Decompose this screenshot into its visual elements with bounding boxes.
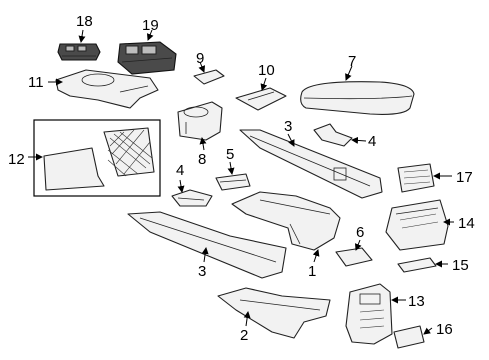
part-2-lower-bracket	[217, 287, 331, 339]
callout-11: 11	[28, 74, 44, 91]
callout-3-lower: 3	[198, 263, 206, 280]
part-13-rear-panel	[345, 283, 393, 345]
callout-7: 7	[348, 53, 356, 70]
callout-17: 17	[456, 169, 473, 186]
part-19-control-module	[117, 41, 177, 75]
part-16-plate	[393, 325, 425, 349]
callout-14: 14	[458, 215, 475, 232]
callout-5: 5	[226, 146, 234, 163]
callout-13: 13	[408, 293, 425, 310]
part-5-vent	[215, 173, 251, 191]
part-4-bracket-upper	[313, 123, 353, 147]
callout-1: 1	[308, 263, 316, 280]
callout-16: 16	[436, 321, 453, 338]
part-8-cup-holder	[177, 101, 223, 141]
part-12-inset	[33, 119, 161, 197]
callout-labels: 18 19 11 9 10 7 8 12 3 4 4 5 17 14 6 3 1…	[8, 13, 475, 344]
part-10-mat	[235, 87, 287, 111]
part-15-strip	[397, 257, 437, 273]
part-11-tray-panel	[55, 69, 159, 109]
part-18-switch	[57, 43, 101, 61]
part-4-bracket-lower	[171, 189, 213, 207]
part-1-console-base	[231, 191, 341, 251]
callout-19: 19	[142, 17, 159, 34]
callout-15: 15	[452, 257, 469, 274]
callout-3-upper: 3	[284, 118, 292, 135]
part-3-upper-trim	[239, 129, 383, 199]
callout-10: 10	[258, 62, 275, 79]
leader-lines	[28, 29, 454, 335]
callout-4-upper: 4	[368, 133, 376, 150]
part-17-rear-vent	[397, 163, 435, 193]
part-3-lower-trim	[127, 211, 287, 279]
callout-9: 9	[196, 50, 204, 67]
callout-2: 2	[240, 327, 248, 344]
callout-6: 6	[356, 224, 364, 241]
part-7-armrest-lid	[300, 81, 415, 115]
callout-12: 12	[8, 151, 25, 168]
callout-8: 8	[198, 151, 206, 168]
part-9-pad	[193, 69, 225, 85]
part-6-small-box	[335, 247, 373, 267]
part-14-storage-bin	[385, 199, 449, 251]
callout-4-lower: 4	[176, 162, 184, 179]
callout-18: 18	[76, 13, 93, 30]
